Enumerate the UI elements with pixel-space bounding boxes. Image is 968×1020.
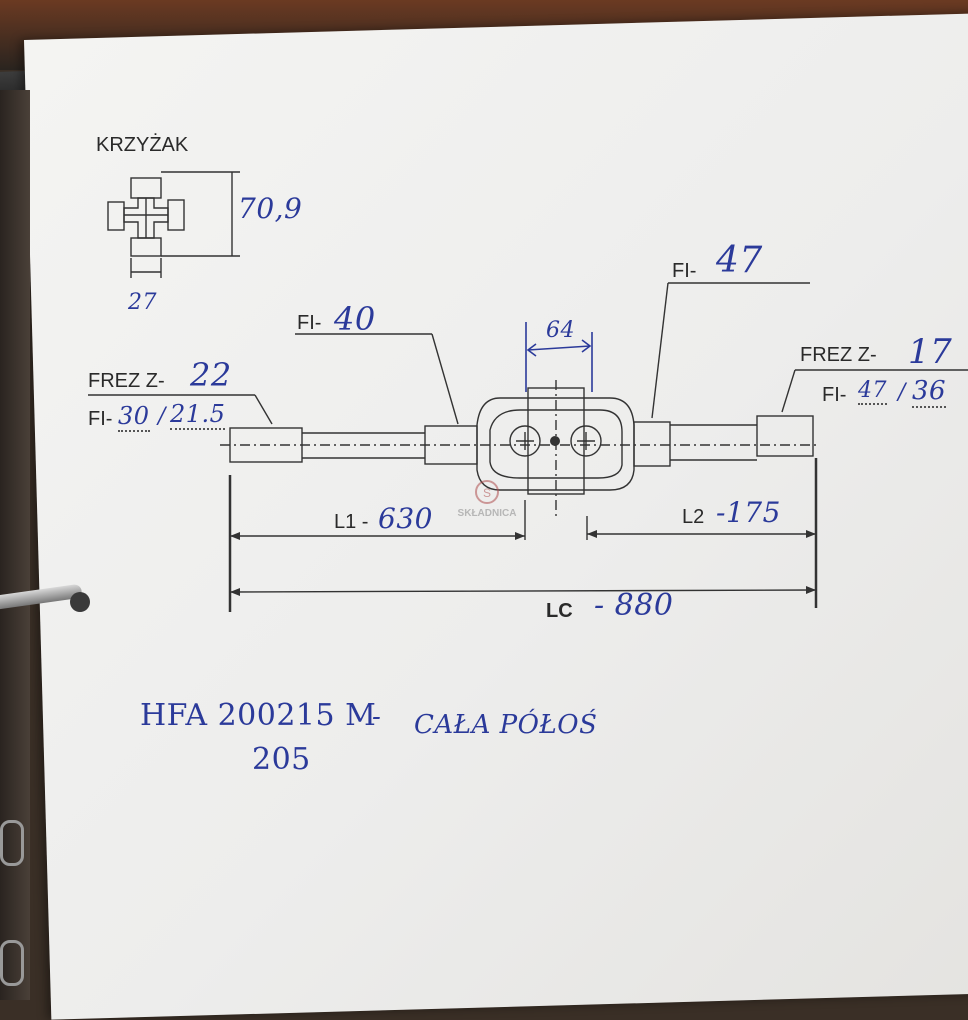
right-shaft-fi-label: FI-	[672, 260, 697, 282]
part-number: HFA 200215 M	[140, 698, 377, 733]
dim-l2-value: -175	[716, 496, 781, 529]
right-fi-separator: /	[898, 380, 906, 405]
dim-l2-label: L2	[682, 506, 705, 528]
note-dash: -	[372, 702, 382, 732]
left-fi-separator: /	[158, 404, 166, 429]
right-frez-value: 17	[908, 332, 953, 372]
right-shaft-fi-value: 47	[716, 240, 763, 281]
dim-lc-label: LC	[546, 600, 573, 622]
cross-joint-icon	[107, 177, 185, 257]
dim-lc-value: - 880	[594, 588, 674, 623]
krzyzak-height: 70,9	[238, 192, 303, 225]
left-fi-label: FI-	[88, 408, 113, 430]
right-fi-value-1: 47	[858, 378, 887, 405]
watermark-logo-icon: S	[475, 480, 499, 504]
svg-text:S: S	[483, 486, 491, 500]
left-frez-label: FREZ Z-	[88, 370, 165, 392]
krzyzak-title: KRZYŻAK	[96, 134, 189, 156]
left-fi-value-1: 30	[118, 402, 150, 432]
right-fi-label: FI-	[822, 384, 847, 406]
watermark-text: SKŁADNICA	[457, 508, 517, 519]
left-frez-value: 22	[190, 356, 232, 394]
krzyzak-width: 27	[128, 290, 157, 315]
binder-ring	[0, 820, 24, 866]
part-description: CAŁA PÓŁOŚ	[414, 710, 598, 740]
watermark-logo: S SKŁADNICA	[452, 478, 522, 528]
part-sub-number: 205	[252, 742, 311, 777]
pen-tip	[70, 592, 90, 612]
binder-ring	[0, 940, 24, 986]
right-frez-label: FREZ Z-	[800, 344, 877, 366]
center-width-value: 64	[546, 318, 575, 343]
dim-l1-label: L1 -	[334, 511, 369, 533]
left-shaft-fi-value: 40	[334, 300, 376, 338]
binder-edge	[0, 90, 30, 1000]
dim-l1-value: 630	[378, 502, 433, 535]
left-fi-value-2: 21.5	[170, 400, 226, 430]
left-shaft-fi-label: FI-	[297, 312, 322, 334]
right-fi-value-2: 36	[912, 376, 947, 408]
